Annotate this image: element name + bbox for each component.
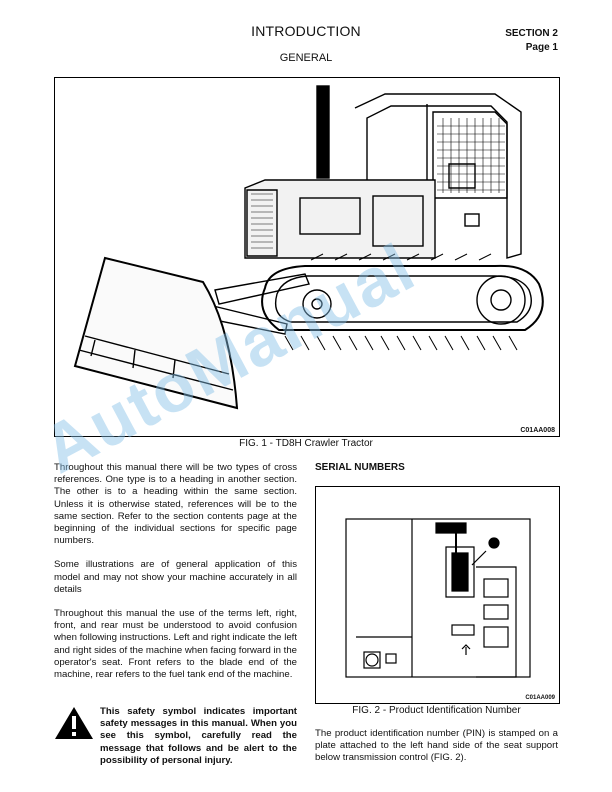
page-title: INTRODUCTION xyxy=(251,23,361,39)
section-number: SECTION 2 xyxy=(505,28,558,39)
paragraph-illustrations: Some illustrations are of general applic… xyxy=(54,559,297,595)
pin-paragraph: The product identification number (PIN) … xyxy=(315,728,558,764)
serial-numbers-heading: SERIAL NUMBERS xyxy=(315,462,405,473)
section-label: SECTION 2 Page 1 xyxy=(505,27,558,55)
crawler-tractor-illustration xyxy=(73,85,544,410)
paragraph-cross-references: Throughout this manual there will be two… xyxy=(54,462,297,547)
left-column: Throughout this manual there will be two… xyxy=(54,462,297,693)
warning-text: This safety symbol indicates important s… xyxy=(100,706,297,766)
page-number: Page 1 xyxy=(525,42,558,53)
figure-1-code: C01AA008 xyxy=(520,427,555,434)
page-subtitle: GENERAL xyxy=(279,52,333,64)
figure-1-frame: C01AA008 xyxy=(54,77,560,437)
figure-2-code: C01AA009 xyxy=(525,695,555,701)
figure-2-caption: FIG. 2 - Product Identification Number xyxy=(352,705,521,716)
figure-2-frame: C01AA009 xyxy=(315,486,560,704)
figure-1-caption: FIG. 1 - TD8H Crawler Tractor xyxy=(239,438,373,449)
pin-location-illustration xyxy=(345,518,531,678)
paragraph-directions: Throughout this manual the use of the te… xyxy=(54,608,297,681)
warning-triangle-icon xyxy=(55,707,93,739)
